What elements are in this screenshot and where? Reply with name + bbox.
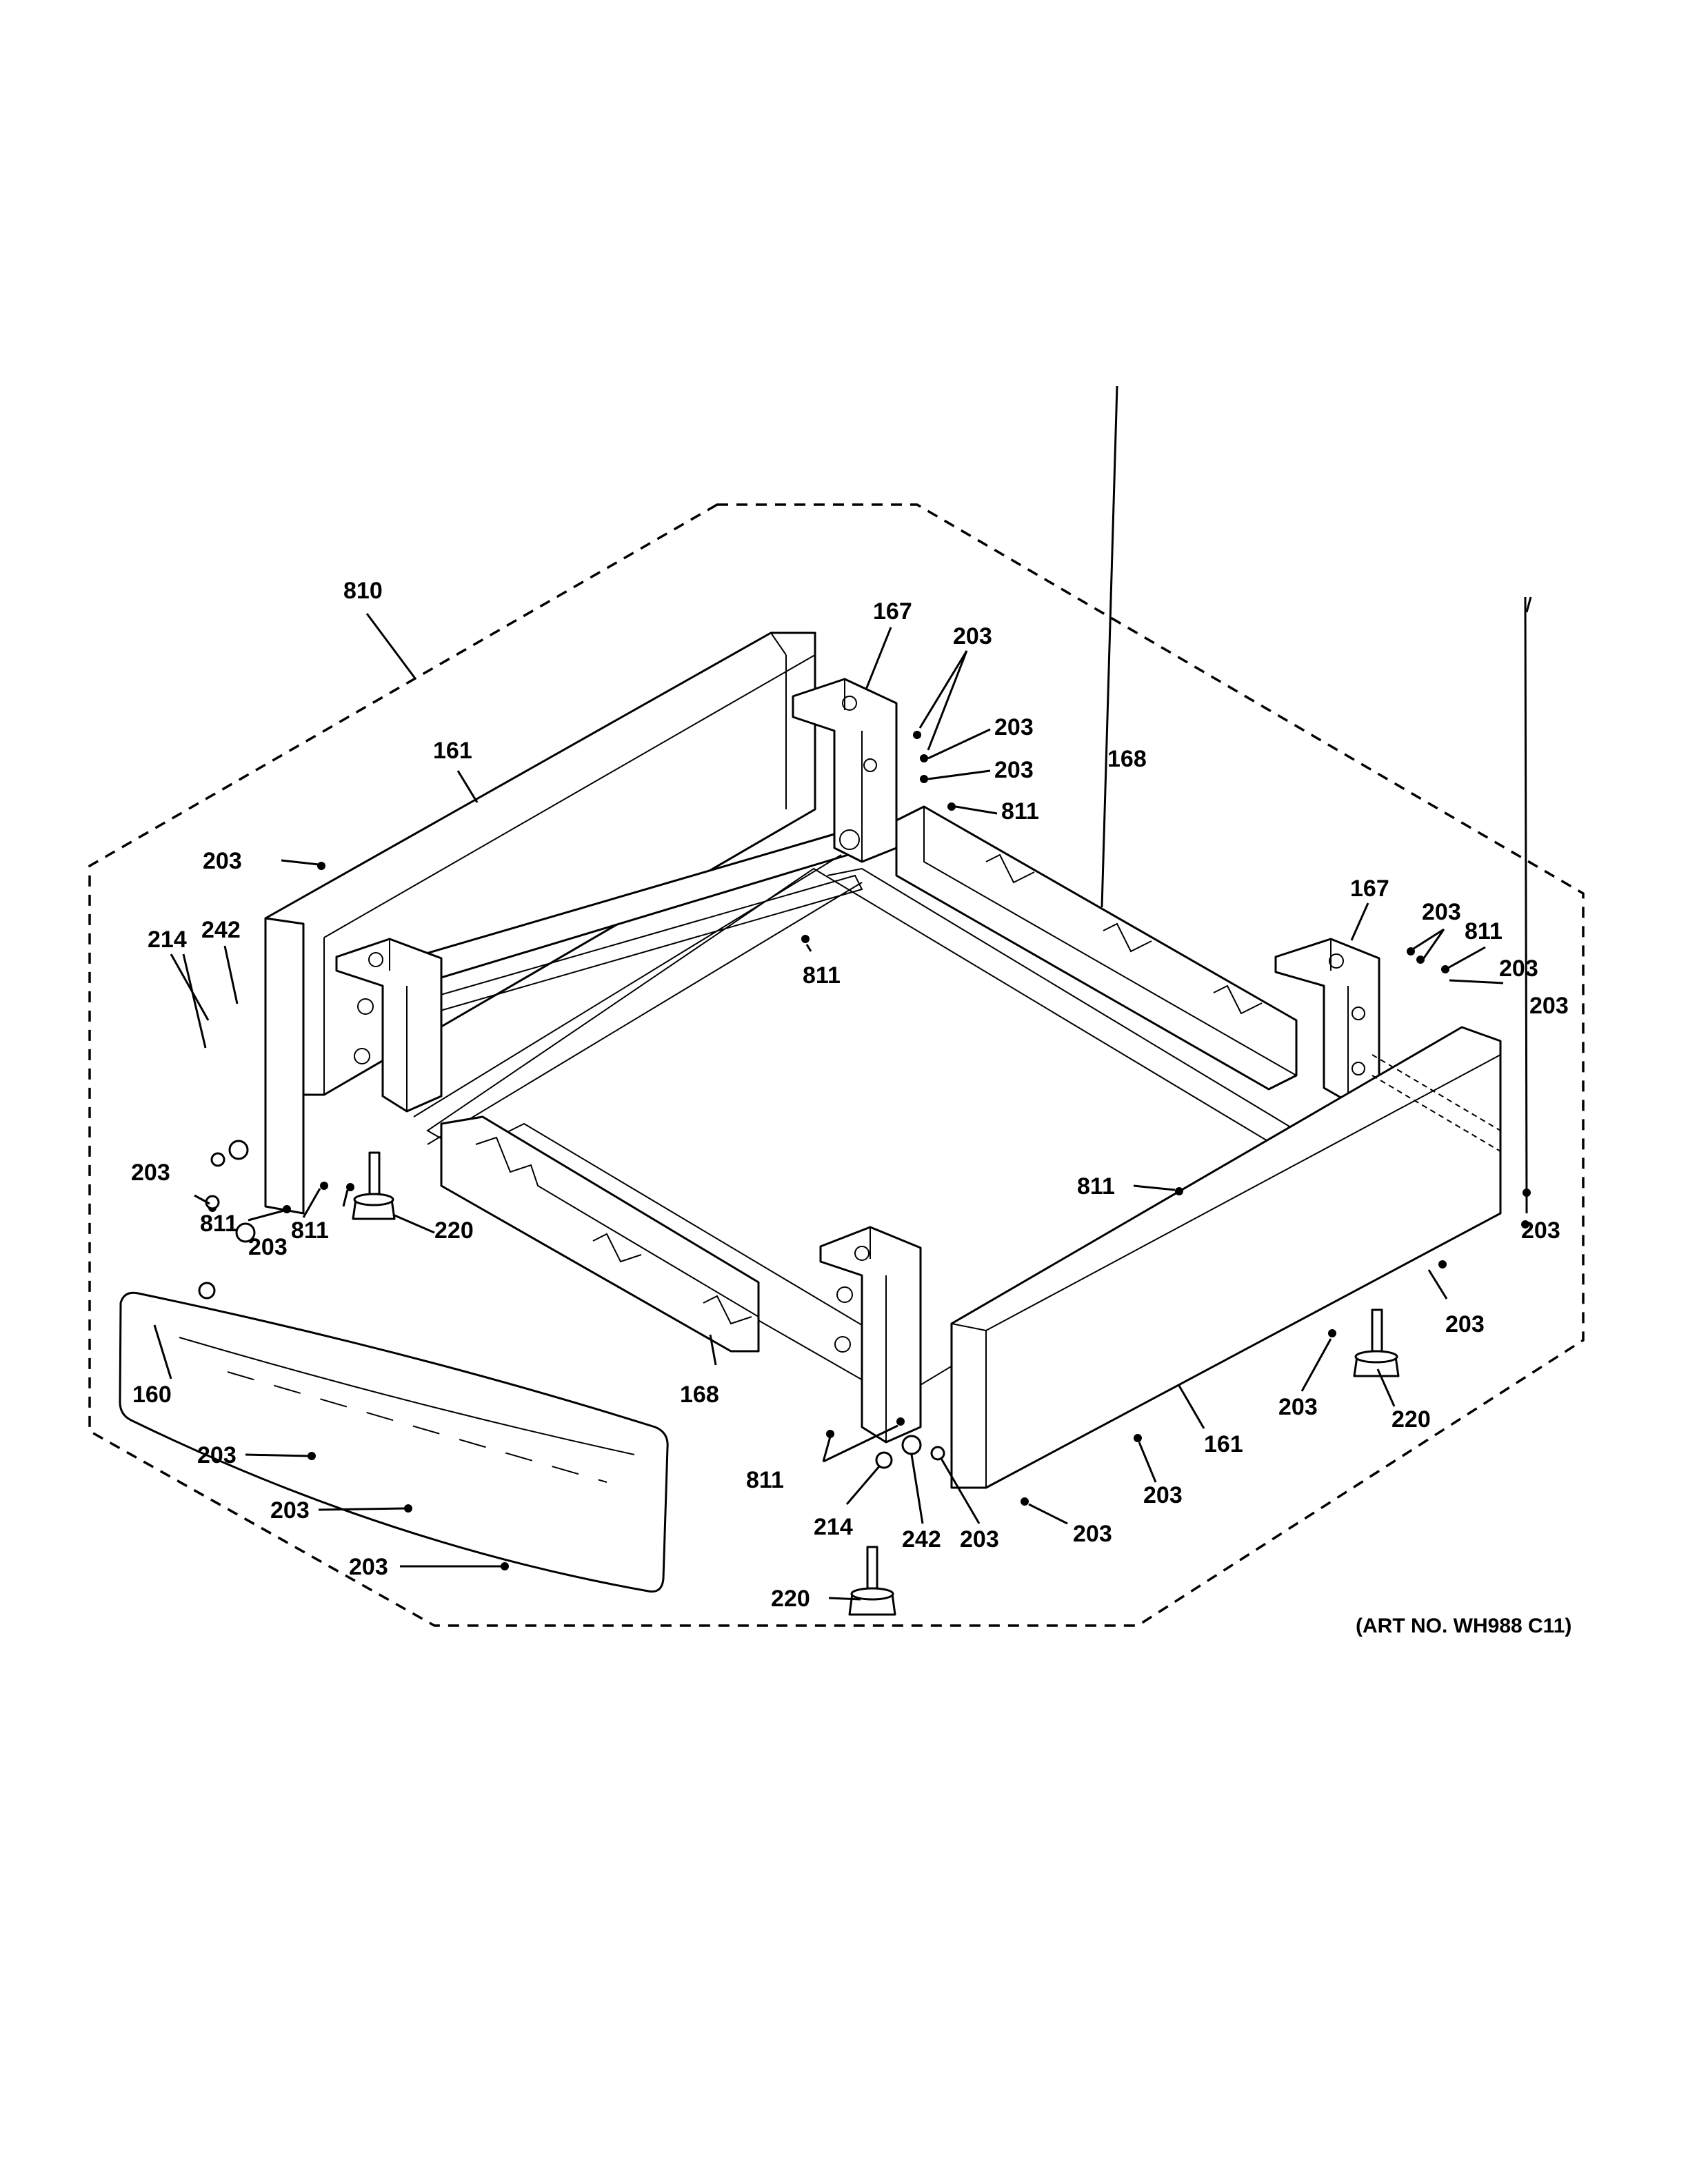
- front-trim-panel: [119, 1291, 669, 1593]
- callout-203: 203: [131, 1160, 170, 1186]
- callout-811: 811: [200, 1211, 238, 1237]
- corner-bracket-rear: [792, 678, 898, 863]
- back-rail: [895, 805, 1298, 1091]
- callout-168-rear: 168: [1107, 746, 1147, 772]
- leader-lines: [153, 385, 1532, 1601]
- front-rail: [440, 1115, 760, 1353]
- screw-washer-set-left: [198, 1140, 256, 1300]
- callout-167-rear: 167: [873, 598, 912, 625]
- callout-220-front: 220: [771, 1586, 810, 1612]
- callout-160: 160: [132, 1382, 172, 1408]
- callout-203: 203: [1521, 1217, 1560, 1244]
- callout-167-right: 167: [1350, 876, 1389, 902]
- callout-220-left: 220: [434, 1217, 474, 1244]
- callout-214-left: 214: [148, 927, 187, 953]
- pedestal-frame: [264, 631, 1502, 1489]
- corner-bracket-front: [819, 1226, 922, 1444]
- callout-168-front: 168: [680, 1382, 719, 1408]
- screw-washer-set-front: [875, 1435, 945, 1469]
- callout-203: 203: [1499, 956, 1538, 982]
- callout-811: 811: [291, 1217, 329, 1244]
- callout-203: 203: [1422, 899, 1461, 925]
- callout-203: 203: [994, 757, 1034, 783]
- corner-bracket-left: [335, 938, 443, 1113]
- callout-203: 203: [270, 1497, 310, 1524]
- callout-811-front: 811: [746, 1467, 784, 1493]
- callout-203: 203: [197, 1442, 237, 1468]
- callout-203: 203: [953, 623, 992, 649]
- fastener-dots: [203, 731, 1531, 1570]
- callout-811: 811: [1077, 1173, 1115, 1200]
- callout-203: 203: [1278, 1394, 1318, 1420]
- left-rear-flange: [264, 917, 305, 1215]
- callout-220-right: 220: [1391, 1406, 1431, 1433]
- leveling-leg-left: [352, 1151, 396, 1220]
- callout-242-front: 242: [902, 1526, 941, 1553]
- callout-161-rear: 161: [433, 738, 472, 764]
- callout-203: 203: [1445, 1311, 1485, 1337]
- assembly-boundary: [88, 503, 1585, 1627]
- callout-810: 810: [343, 578, 383, 604]
- callout-203: 203: [1073, 1521, 1112, 1547]
- callout-161-front: 161: [1204, 1431, 1243, 1457]
- callout-203: 203: [248, 1234, 288, 1260]
- callout-214-front: 214: [814, 1514, 853, 1540]
- callout-203: 203: [349, 1554, 388, 1580]
- callout-203: 203: [1529, 993, 1569, 1019]
- callout-203: 203: [1143, 1482, 1183, 1508]
- art-number: (ART NO. WH988 C11): [1356, 1615, 1571, 1637]
- callout-242-left: 242: [201, 917, 241, 943]
- leveling-leg-front: [848, 1546, 896, 1616]
- callout-203: 203: [960, 1526, 999, 1553]
- front-side-panel: [950, 1026, 1502, 1489]
- callout-811: 811: [1001, 798, 1039, 825]
- callout-811: 811: [803, 962, 841, 989]
- callout-811: 811: [1465, 918, 1503, 944]
- callout-203: 203: [203, 848, 242, 874]
- leveling-leg-right: [1353, 1308, 1400, 1377]
- callout-203: 203: [994, 714, 1034, 740]
- callout-labels: 810 167 203 203 203 811 161 168 203 242 …: [131, 578, 1569, 1612]
